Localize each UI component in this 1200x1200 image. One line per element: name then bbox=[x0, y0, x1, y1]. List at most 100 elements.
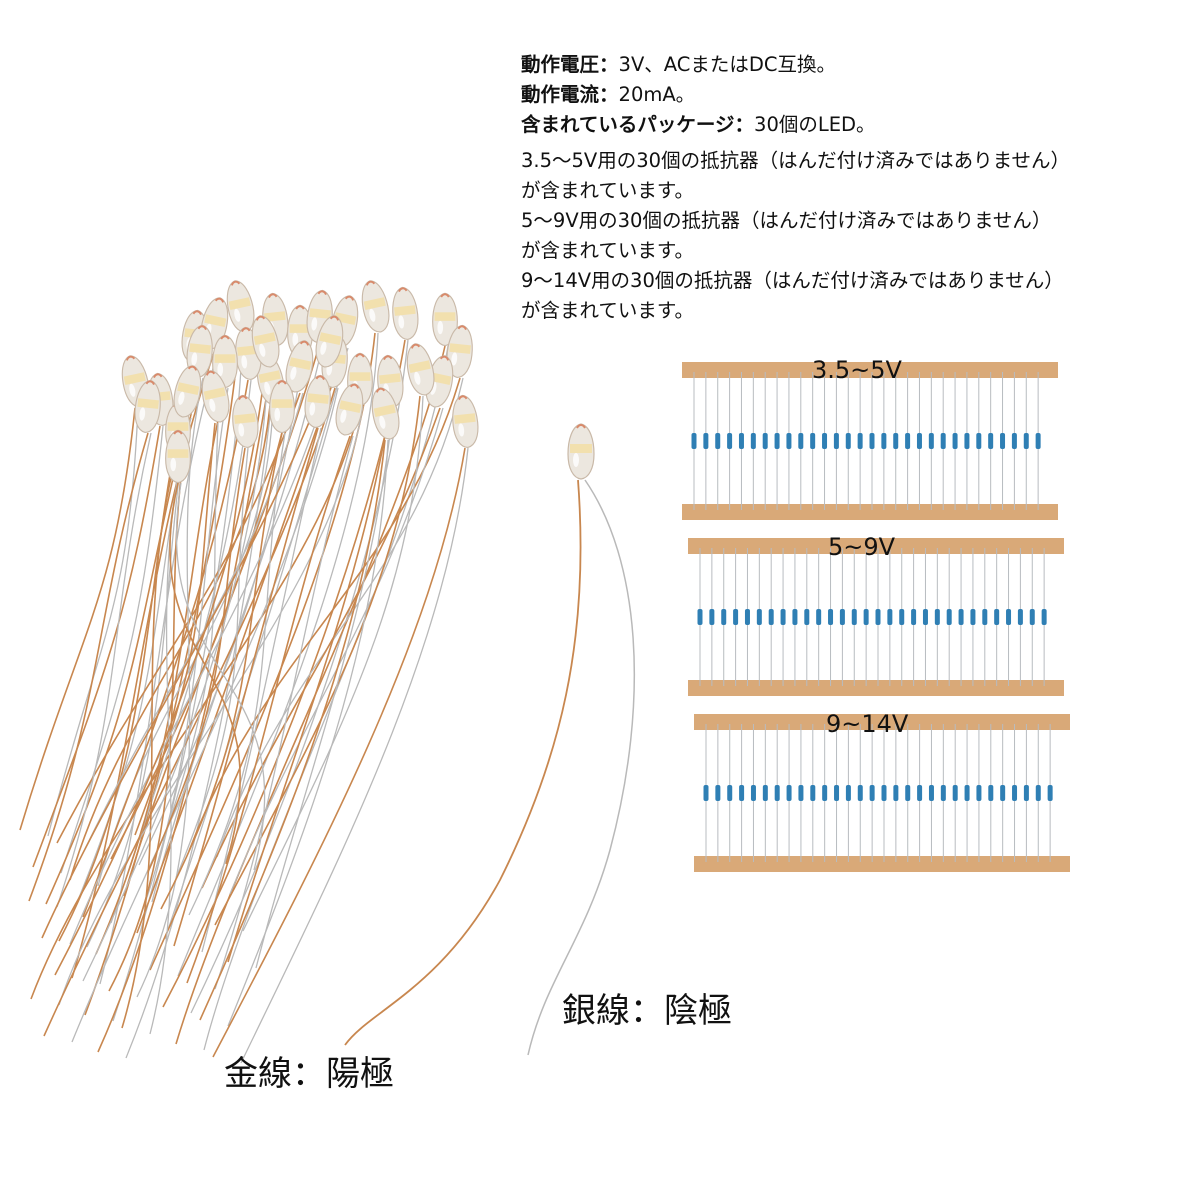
gold-wire bbox=[136, 347, 346, 934]
resistor-body bbox=[857, 785, 863, 801]
resistor-body bbox=[922, 609, 928, 625]
resistor-body bbox=[798, 433, 804, 449]
spec-package: 含まれているパッケージ：30個のLED。 bbox=[521, 113, 876, 136]
led-head bbox=[361, 280, 390, 333]
resistor-body bbox=[1012, 785, 1018, 801]
gold-wire bbox=[121, 417, 189, 1029]
led-chip bbox=[289, 357, 312, 370]
led-head bbox=[392, 286, 419, 340]
silver-wire bbox=[527, 479, 636, 1056]
note-line: が含まれています。 bbox=[521, 239, 694, 262]
gold-wire bbox=[19, 407, 136, 831]
resistor-body bbox=[798, 785, 804, 801]
led-tip bbox=[197, 325, 207, 331]
led-tip bbox=[315, 375, 325, 381]
resistor-body bbox=[733, 609, 739, 625]
silver-wire bbox=[201, 427, 322, 953]
strip-label-9-14v: 9~14V bbox=[826, 710, 909, 738]
led-head bbox=[212, 334, 238, 389]
led-tip bbox=[238, 395, 248, 401]
resistor-body bbox=[881, 433, 887, 449]
silver-wire bbox=[242, 395, 424, 932]
note-line: 9～14V用の30個の抵抗器（はんだ付け済みではありません） bbox=[521, 269, 1064, 292]
led-tip bbox=[329, 315, 339, 321]
gold-wire bbox=[212, 447, 466, 1058]
silver-wire bbox=[47, 407, 139, 837]
led-tip bbox=[458, 395, 468, 401]
led-highlight bbox=[309, 402, 316, 416]
silver-wire bbox=[73, 455, 182, 911]
led-head bbox=[269, 379, 295, 434]
gold-wire bbox=[56, 392, 301, 844]
led-chip bbox=[123, 372, 146, 385]
resistor-body bbox=[780, 609, 786, 625]
led-highlight bbox=[209, 398, 216, 412]
led-highlight bbox=[414, 371, 421, 385]
led-tip bbox=[153, 373, 163, 379]
resistor-body bbox=[1029, 609, 1035, 625]
led-tip bbox=[317, 290, 327, 296]
led-tip bbox=[576, 424, 586, 429]
led-highlight bbox=[238, 423, 245, 437]
led-tip bbox=[145, 380, 155, 386]
led-head bbox=[232, 394, 259, 448]
led-head bbox=[452, 394, 479, 448]
resistor-body bbox=[762, 785, 768, 801]
resistor-body bbox=[792, 609, 798, 625]
led-chip bbox=[570, 444, 592, 453]
led-tip bbox=[192, 310, 202, 316]
resistor-body bbox=[934, 609, 940, 625]
resistor-body bbox=[816, 609, 822, 625]
led-tip bbox=[231, 280, 241, 286]
resistor-body bbox=[744, 609, 750, 625]
led-tip bbox=[440, 293, 450, 298]
led-highlight bbox=[264, 381, 271, 395]
resistor-body bbox=[946, 609, 952, 625]
resistor-body bbox=[1006, 609, 1012, 625]
led-chip bbox=[449, 343, 471, 354]
silver-wire bbox=[216, 377, 464, 858]
led-chip bbox=[203, 387, 226, 400]
resistor-body bbox=[958, 609, 964, 625]
led-highlight bbox=[369, 308, 376, 322]
silver-wire bbox=[60, 425, 164, 874]
tape-bottom bbox=[688, 680, 1064, 696]
resistor-body bbox=[774, 433, 780, 449]
led-highlight bbox=[170, 457, 177, 472]
silver-wire bbox=[162, 422, 219, 842]
led-highlight bbox=[573, 453, 579, 467]
led-highlight bbox=[129, 383, 136, 397]
tape-bottom bbox=[682, 504, 1058, 520]
led-highlight bbox=[178, 391, 185, 405]
led-highlight bbox=[451, 352, 458, 366]
led-chip bbox=[363, 297, 386, 310]
resistor-body bbox=[940, 433, 946, 449]
resistor-body bbox=[887, 609, 893, 625]
tape-top bbox=[688, 538, 1064, 554]
led-chip bbox=[319, 332, 342, 345]
gold-wire bbox=[54, 367, 266, 976]
resistor-body bbox=[845, 785, 851, 801]
led-tip bbox=[295, 305, 305, 310]
resistor-body bbox=[703, 785, 709, 801]
led-head bbox=[432, 292, 458, 347]
silver-wire bbox=[188, 432, 286, 916]
resistor-body bbox=[928, 785, 934, 801]
resistor-body bbox=[828, 609, 834, 625]
resistor-body bbox=[727, 785, 733, 801]
resistor-body bbox=[768, 609, 774, 625]
resistor-body bbox=[964, 785, 970, 801]
resistor-body bbox=[851, 609, 857, 625]
resistor-body bbox=[952, 785, 958, 801]
resistor-body bbox=[715, 785, 721, 801]
resistor-body bbox=[1035, 785, 1041, 801]
led-tip bbox=[187, 365, 197, 371]
gold-wire bbox=[173, 427, 319, 947]
resistor-body bbox=[869, 433, 875, 449]
led-tip bbox=[220, 335, 230, 340]
resistor-body bbox=[988, 433, 994, 449]
led-chip bbox=[214, 354, 236, 363]
resistor-body bbox=[786, 433, 792, 449]
resistor-body bbox=[738, 433, 744, 449]
